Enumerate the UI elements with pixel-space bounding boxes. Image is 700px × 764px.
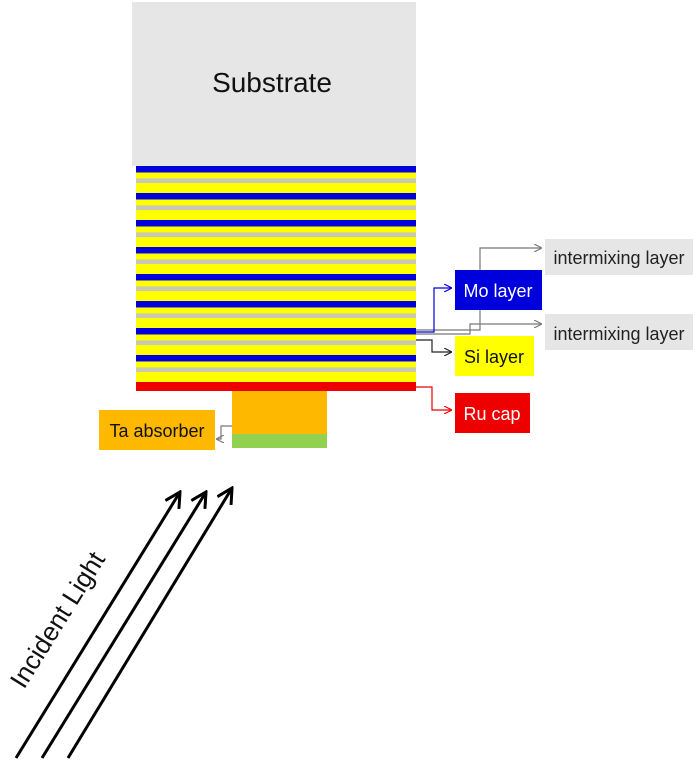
intermixing-bottom-box bbox=[545, 314, 693, 350]
incident-light-arrow-3 bbox=[66, 488, 232, 759]
intermixing-stripe bbox=[136, 259, 416, 265]
intermixing-bottom-label: intermixing layer bbox=[553, 324, 684, 344]
ru-cap-pointer bbox=[416, 386, 451, 410]
mo-layer-box bbox=[455, 270, 542, 310]
intermixing-bottom-pointer bbox=[416, 324, 541, 335]
ta-absorber-label-box bbox=[99, 410, 215, 450]
mo-layer-label: Mo layer bbox=[463, 281, 532, 301]
si-layer-pointer bbox=[416, 339, 451, 352]
intermixing-stripe bbox=[136, 286, 416, 292]
mo-stripe bbox=[136, 193, 416, 200]
intermixing-stripe bbox=[136, 313, 416, 319]
mo-stripe bbox=[136, 274, 416, 281]
absorber-base-layer bbox=[232, 434, 327, 448]
mo-stripe bbox=[136, 247, 416, 254]
ru-cap-label-box bbox=[455, 393, 530, 433]
mo-stripe bbox=[136, 166, 416, 173]
ru-cap-label: Ru cap bbox=[463, 404, 520, 424]
si-layer-box bbox=[455, 336, 534, 376]
multilayer-stack bbox=[136, 166, 416, 382]
ta-absorber-pointer bbox=[217, 425, 232, 439]
intermixing-stripe bbox=[136, 178, 416, 184]
mo-stripe bbox=[136, 328, 416, 335]
intermixing-stripe bbox=[136, 232, 416, 238]
substrate-block bbox=[132, 2, 416, 166]
ta-absorber-block bbox=[232, 391, 327, 434]
mo-stripe bbox=[136, 301, 416, 308]
ru-cap-layer bbox=[136, 382, 416, 391]
intermixing-stripe bbox=[136, 367, 416, 373]
intermixing-top-box bbox=[545, 239, 693, 275]
ta-absorber-label: Ta absorber bbox=[109, 421, 204, 441]
intermixing-stripe bbox=[136, 340, 416, 346]
si-layer-label: Si layer bbox=[464, 347, 524, 367]
mo-stripe bbox=[136, 220, 416, 227]
mo-stripe bbox=[136, 355, 416, 362]
intermixing-stripe bbox=[136, 205, 416, 211]
substrate-label: Substrate bbox=[212, 67, 332, 98]
intermixing-top-label: intermixing layer bbox=[553, 248, 684, 268]
incident-light-arrow-1 bbox=[14, 492, 180, 759]
mo-layer-pointer bbox=[416, 288, 451, 333]
incident-light-arrow-2 bbox=[40, 492, 206, 759]
